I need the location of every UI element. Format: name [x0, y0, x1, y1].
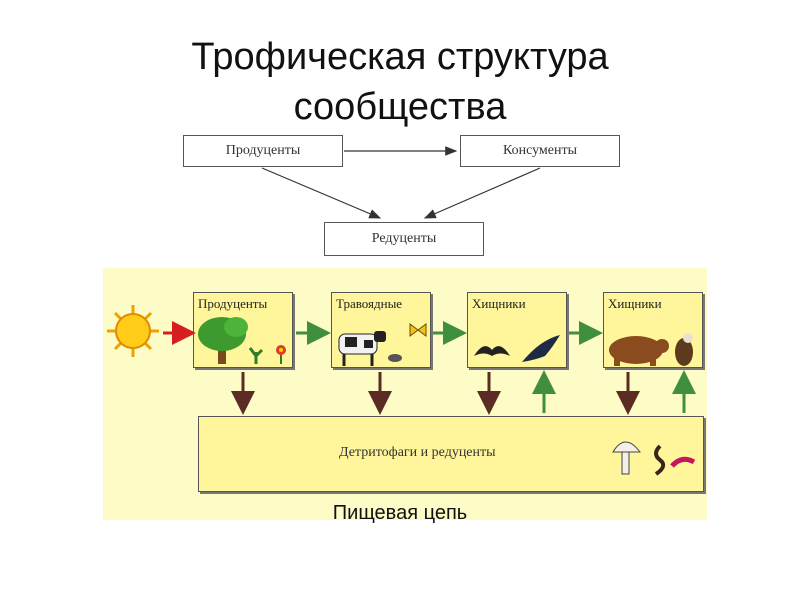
reducers-box: Редуценты	[324, 222, 484, 256]
card-predators-2-label: Хищники	[608, 296, 662, 311]
bat-icon	[474, 346, 510, 356]
sun-icon	[107, 305, 159, 357]
page-title-line1: Трофическая структура	[191, 36, 609, 78]
mushroom-icon	[612, 441, 642, 475]
card-herbivores-label: Травоядные	[336, 296, 403, 311]
tree-icon	[198, 317, 248, 364]
arrow-consumers-to-reducers	[423, 167, 541, 219]
page-title-line2: сообщества	[293, 86, 507, 128]
flower-icon	[276, 345, 286, 364]
detritivores-label: Детритофаги и редуценты	[339, 445, 496, 460]
mouse-icon	[388, 354, 402, 362]
card-predators-1-label: Хищники	[472, 296, 526, 311]
cow-icon	[338, 331, 386, 366]
eagle-icon	[675, 333, 693, 366]
bear-icon	[609, 336, 669, 366]
arrow-producers-to-reducers	[261, 167, 382, 219]
card-herbivores: Травоядные	[331, 292, 431, 368]
butterfly-icon	[409, 323, 427, 337]
card-producers-label: Продуценты	[198, 296, 268, 311]
worm-icon	[654, 444, 666, 476]
producers-box: Продуценты	[183, 135, 343, 167]
swallow-icon	[522, 335, 560, 362]
plant-icon	[248, 347, 264, 364]
detritivores-box: Детритофаги и редуценты	[198, 416, 704, 492]
consumers-box: Консументы	[460, 135, 620, 167]
insect-larva-icon	[670, 456, 696, 468]
card-predators-1: Хищники	[467, 292, 567, 368]
food-chain-caption: Пищевая цепь	[332, 502, 468, 524]
